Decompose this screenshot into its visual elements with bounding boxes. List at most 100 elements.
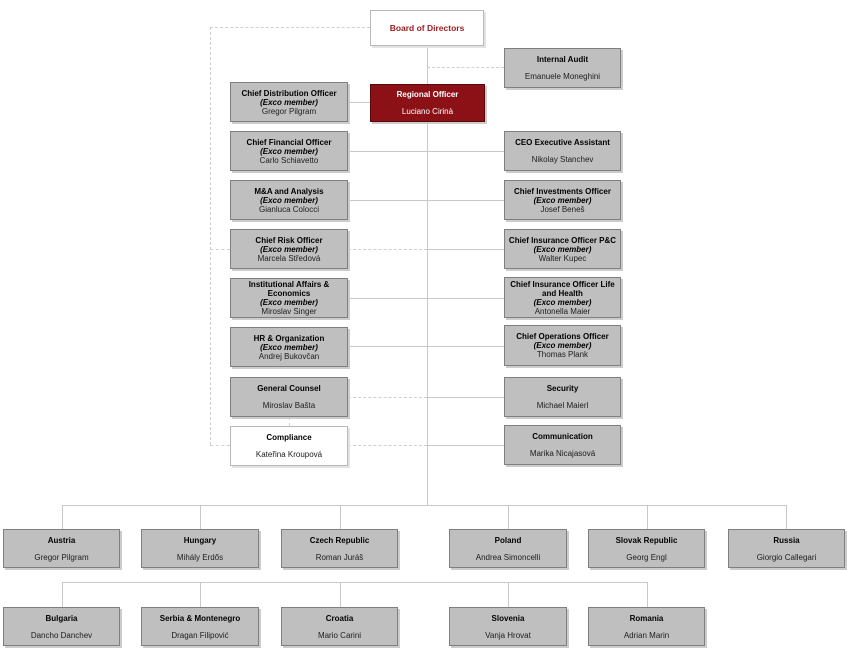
- box-compliance: Compliance Kateřina Kroupová: [230, 426, 348, 466]
- connector-level-compliance-dashed: [348, 445, 427, 446]
- box-exco: (Exco member): [533, 341, 592, 350]
- connector-countries-row2: [62, 582, 647, 583]
- connector-level-risk-right: [427, 249, 504, 250]
- box-title: Compliance: [266, 433, 312, 442]
- box-title: Serbia & Montenegro: [159, 613, 241, 623]
- connector-level-ma: [348, 200, 504, 201]
- connector-level-institutional: [348, 298, 504, 299]
- box-name: Marcela Středová: [257, 253, 321, 263]
- box-name: Walter Kupec: [538, 253, 587, 263]
- connector-stub: [647, 582, 648, 607]
- box-country-austria: Austria Gregor Pilgram: [3, 529, 120, 568]
- box-name: Michael Maierl: [536, 401, 589, 410]
- box-title: Chief Distribution Officer: [241, 88, 337, 98]
- box-title: Chief Insurance Officer P&C: [508, 235, 617, 245]
- box-chief-operations-officer: Chief Operations Officer (Exco member) T…: [504, 325, 621, 366]
- connector-stub: [786, 505, 787, 529]
- box-name: Marika Nicajasová: [529, 449, 596, 458]
- connector-left-dashed-vertical: [210, 27, 211, 445]
- box-name: Andrej Bukovčan: [258, 351, 320, 361]
- connector-counsel-compliance-dashed: [289, 417, 290, 426]
- connector-stub: [62, 505, 63, 529]
- box-name: Adrian Marin: [623, 630, 670, 640]
- box-country-croatia: Croatia Mario Carini: [281, 607, 398, 646]
- box-country-slovenia: Slovenia Vanja Hrovat: [449, 607, 567, 646]
- box-exco: (Exco member): [533, 195, 592, 205]
- box-country-poland: Poland Andrea Simoncelli: [449, 529, 567, 568]
- box-name: Josef Beneš: [540, 204, 585, 214]
- box-title: Chief Financial Officer: [246, 137, 332, 147]
- box-chief-investments-officer: Chief Investments Officer (Exco member) …: [504, 180, 621, 220]
- box-exco: (Exco member): [260, 342, 318, 352]
- box-title: Chief Operations Officer: [516, 332, 609, 341]
- box-name: Nikolay Stanchev: [531, 155, 594, 164]
- box-name: Georg Engl: [626, 552, 667, 562]
- box-country-bulgaria: Bulgaria Dancho Danchev: [3, 607, 120, 646]
- box-country-serbia-montenegro: Serbia & Montenegro Dragan Filipović: [141, 607, 259, 646]
- connector-stub: [62, 582, 63, 607]
- box-title: Chief Investments Officer: [514, 186, 611, 196]
- box-title: Czech Republic: [309, 535, 370, 545]
- connector-level-communication: [427, 445, 504, 446]
- connector-level-cfo: [348, 151, 504, 152]
- box-title: M&A and Analysis: [254, 186, 324, 196]
- box-title: Romania: [629, 613, 664, 623]
- box-board-of-directors: Board of Directors: [370, 10, 484, 46]
- box-name: Giorgio Callegari: [756, 552, 817, 562]
- box-country-czech-republic: Czech Republic Roman Juráš: [281, 529, 398, 568]
- box-exco: (Exco member): [260, 298, 318, 307]
- box-title: Internal Audit: [536, 55, 589, 64]
- connector-stub: [508, 582, 509, 607]
- box-country-slovak-republic: Slovak Republic Georg Engl: [588, 529, 705, 568]
- box-ma-and-analysis: M&A and Analysis (Exco member) Gianluca …: [230, 180, 348, 220]
- box-title: Communication: [532, 432, 593, 441]
- connector-stub: [340, 582, 341, 607]
- box-name: Mario Carini: [317, 630, 362, 640]
- box-name: Gregor Pilgram: [261, 106, 317, 116]
- box-country-hungary: Hungary Mihály Erdős: [141, 529, 259, 568]
- connector-level-risk-dashed: [348, 249, 427, 250]
- box-exco: (Exco member): [533, 244, 592, 254]
- box-name: Luciano Cirinà: [401, 107, 454, 116]
- box-internal-audit: Internal Audit Emanuele Moneghini: [504, 48, 621, 88]
- box-communication: Communication Marika Nicajasová: [504, 425, 621, 465]
- box-country-russia: Russia Giorgio Callegari: [728, 529, 845, 568]
- connector-board-to-regional: [427, 46, 428, 84]
- box-exco: (Exco member): [533, 297, 592, 307]
- box-regional-officer: Regional Officer Luciano Cirinà: [370, 84, 485, 122]
- box-exco: (Exco member): [260, 244, 318, 254]
- box-title: Regional Officer: [396, 90, 459, 99]
- box-hr-organization: HR & Organization (Exco member) Andrej B…: [230, 327, 348, 367]
- box-exco: (Exco member): [260, 195, 318, 205]
- box-title: Hungary: [183, 535, 217, 545]
- box-title: Security: [546, 384, 579, 393]
- box-title: General Counsel: [257, 384, 321, 393]
- connector-board-left-dashed: [210, 27, 370, 28]
- connector-stub: [200, 582, 201, 607]
- box-name: Carlo Schiavetto: [259, 155, 319, 165]
- connector-stub: [200, 505, 201, 529]
- connector-stub: [647, 505, 648, 529]
- connector-level-hr: [348, 346, 504, 347]
- box-name: Vanja Hrovat: [485, 630, 531, 640]
- connector-dashed-to-risk: [210, 249, 230, 250]
- box-title: Poland: [494, 535, 522, 545]
- connector-internal-audit-dashed: [427, 67, 504, 68]
- box-name: Kateřina Kroupová: [255, 450, 323, 459]
- box-title: Bulgaria: [45, 613, 78, 623]
- box-name: Dancho Danchev: [30, 630, 93, 640]
- box-chief-financial-officer: Chief Financial Officer (Exco member) Ca…: [230, 131, 348, 171]
- box-name: Miroslav Bašta: [262, 401, 316, 410]
- connector-dashed-to-compliance: [210, 445, 230, 446]
- box-title: Chief Insurance Officer Life and Health: [510, 279, 615, 298]
- box-title: Institutional Affairs & Economics: [248, 280, 330, 298]
- connector-level-counsel-dashed: [348, 397, 427, 398]
- connector-distribution: [348, 102, 370, 103]
- box-name: Gianluca Colocci: [258, 204, 320, 214]
- box-chief-distribution-officer: Chief Distribution Officer (Exco member)…: [230, 82, 348, 122]
- box-title: Slovak Republic: [615, 535, 678, 545]
- box-name: Thomas Plank: [536, 350, 589, 359]
- box-title: Russia: [773, 535, 800, 545]
- box-name: Roman Juráš: [315, 552, 364, 562]
- box-exco: (Exco member): [260, 146, 318, 156]
